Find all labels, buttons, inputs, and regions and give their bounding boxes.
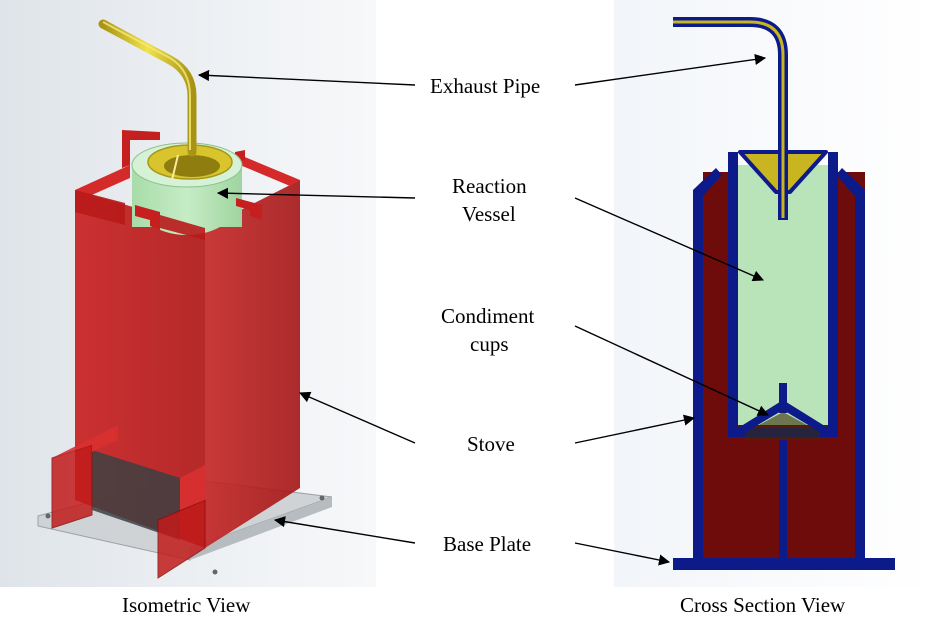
iso-stove-notch-left (135, 205, 160, 230)
cs-vessel-wall-left (728, 152, 738, 437)
iso-exhaust-pipe-highlight (102, 21, 191, 150)
arrow-base-left (273, 516, 416, 544)
label-base-plate: Base Plate (443, 532, 531, 556)
cs-support-post (779, 440, 787, 560)
label-stove: Stove (467, 432, 515, 456)
label-reaction-vessel-line1: Reaction (452, 174, 527, 198)
cs-stove-lip-right (836, 168, 865, 196)
iso-stove-fin-left (51, 444, 93, 529)
iso-stove-notch-right (236, 198, 262, 220)
cs-stove-wall-right (855, 190, 865, 560)
iso-funnel-inner (164, 155, 220, 177)
arrow-exhaust-left (197, 69, 416, 86)
cs-condiment-stem (779, 383, 787, 413)
iso-funnel-highlight (171, 154, 179, 181)
label-reaction-vessel-line2: Vessel (462, 202, 516, 226)
cross-section-view (673, 17, 895, 570)
caption-isometric-view: Isometric View (122, 593, 251, 617)
iso-base-bolt (212, 569, 218, 575)
iso-stove-fin-right (157, 499, 206, 579)
caption-cross-section-view: Cross Section View (680, 593, 846, 617)
iso-stove-front-top (75, 190, 125, 225)
iso-stove-opening (92, 450, 180, 540)
isometric-view (37, 19, 333, 579)
cs-base-plate (673, 558, 895, 570)
arrow-stove-left (298, 391, 416, 444)
leader-arrows (197, 53, 770, 566)
iso-stove-fin-right-top (180, 465, 205, 510)
iso-stove-side (205, 180, 300, 548)
cs-exhaust-pipe-core (673, 20, 785, 218)
cs-vessel-wall-right (828, 152, 838, 437)
arrow-exhaust-right (574, 53, 767, 86)
iso-stove-rim-left (122, 130, 160, 168)
iso-base-plate-edge (190, 497, 332, 560)
iso-stove-rim-back-right (240, 155, 300, 186)
arrow-vessel-left (216, 187, 416, 199)
iso-stove-front-top-right (160, 215, 205, 240)
cs-stove-wall-left (693, 190, 703, 560)
iso-base-bolt (45, 513, 51, 519)
cs-stove-lip-left (693, 168, 722, 196)
arrow-stove-right (574, 414, 696, 444)
cs-cup-shadow (746, 412, 820, 440)
iso-stove-fin-left-top (52, 425, 118, 458)
arrow-condiment-right (574, 325, 770, 416)
label-exhaust-pipe: Exhaust Pipe (430, 74, 540, 98)
label-condiment-cups-line1: Condiment (441, 304, 534, 328)
label-condiment-cups-line2: cups (470, 332, 509, 356)
iso-base-bolt (319, 495, 325, 501)
arrow-base-right (574, 542, 671, 566)
arrow-vessel-right (574, 197, 765, 282)
iso-stove-rim-back-left (75, 165, 130, 198)
